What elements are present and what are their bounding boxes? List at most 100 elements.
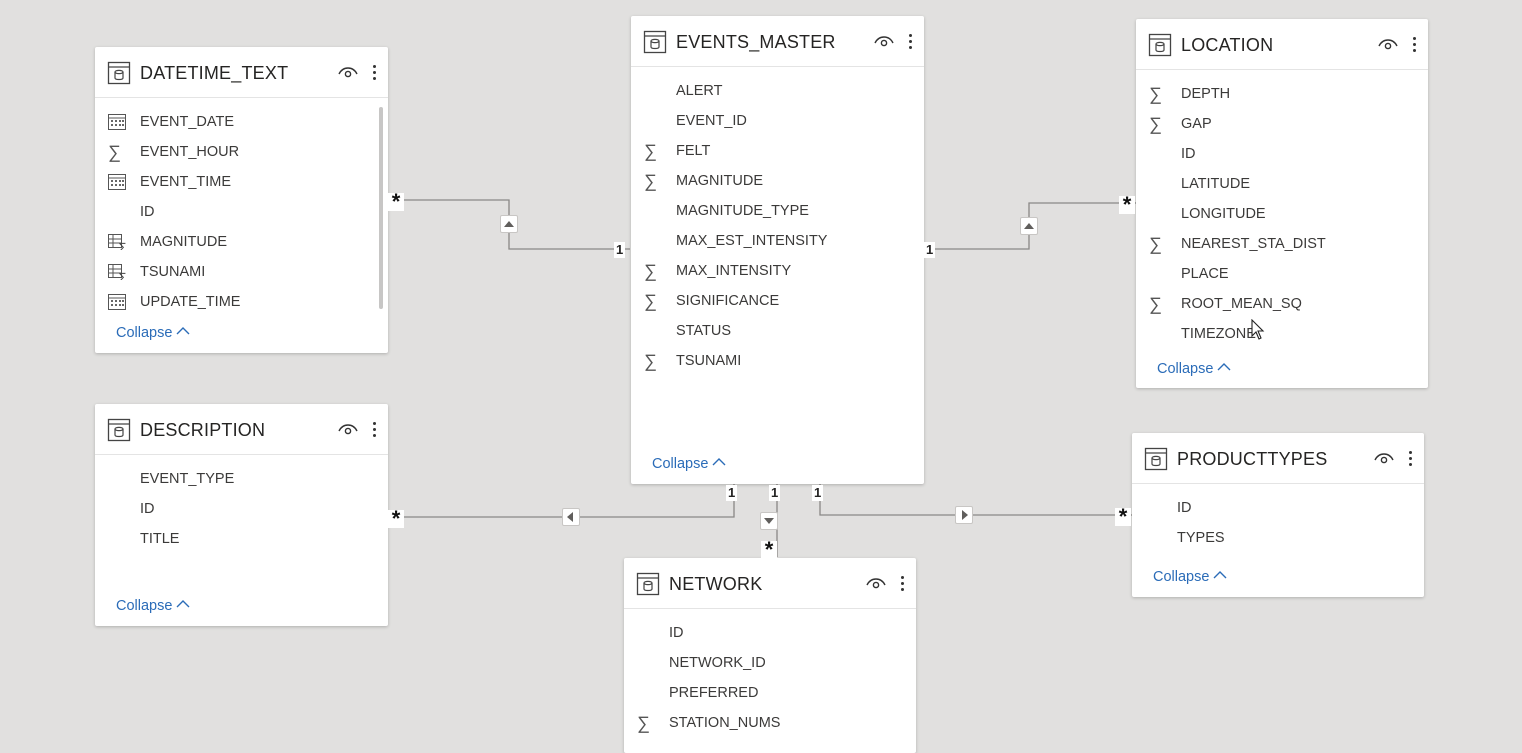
field-row[interactable]: UPDATE_TIME: [95, 287, 388, 317]
field-row[interactable]: ∑ROOT_MEAN_SQ: [1136, 289, 1428, 319]
table-card-header[interactable]: NETWORK: [624, 558, 916, 609]
filter-direction-down-arrow[interactable]: [760, 512, 778, 530]
table-title: EVENTS_MASTER: [676, 32, 836, 52]
field-row[interactable]: ID: [1136, 139, 1428, 169]
cardinality-one: 1: [726, 485, 738, 501]
collapse-link[interactable]: Collapse: [1157, 361, 1231, 377]
table-card-location[interactable]: LOCATION ∑DEPTH ∑GAP ID LATITUDE LONGITU…: [1136, 19, 1428, 388]
table-card-network[interactable]: NETWORK ID NETWORK_ID PREFERRED ∑STATION…: [624, 558, 916, 753]
scrollbar[interactable]: [379, 107, 383, 309]
more-options-icon[interactable]: [898, 574, 906, 594]
table-card-header[interactable]: EVENTS_MASTER: [631, 16, 924, 67]
calendar-icon: [108, 174, 126, 190]
chevron-up-icon: [176, 326, 190, 335]
rel-line-events-producttypes: [819, 484, 1132, 516]
field-name: MAGNITUDE: [676, 173, 763, 189]
field-row[interactable]: ∑FELT: [631, 136, 924, 166]
field-row[interactable]: TITLE: [95, 524, 388, 554]
field-row[interactable]: PREFERRED: [624, 678, 916, 708]
table-card-header[interactable]: DESCRIPTION: [95, 404, 388, 455]
field-row[interactable]: ID: [624, 618, 916, 648]
field-row[interactable]: ∑ MAGNITUDE: [95, 227, 388, 257]
field-name: ALERT: [676, 83, 723, 99]
field-row[interactable]: EVENT_TYPE: [95, 464, 388, 494]
sigma-icon: ∑: [644, 351, 657, 371]
eye-icon[interactable]: [1378, 37, 1398, 51]
chevron-up-icon: [712, 457, 726, 466]
more-options-icon[interactable]: [370, 420, 378, 440]
table-title: DESCRIPTION: [140, 420, 266, 440]
filter-direction-right-arrow[interactable]: [955, 506, 973, 524]
eye-icon[interactable]: [866, 576, 886, 590]
collapse-link[interactable]: Collapse: [1153, 569, 1227, 585]
field-row[interactable]: NETWORK_ID: [624, 648, 916, 678]
field-row[interactable]: ∑GAP: [1136, 109, 1428, 139]
eye-icon[interactable]: [338, 422, 358, 436]
field-row[interactable]: ∑ EVENT_HOUR: [95, 137, 388, 167]
field-row[interactable]: EVENT_DATE: [95, 107, 388, 137]
field-name: EVENT_TYPE: [140, 471, 235, 487]
table-card-events-master[interactable]: EVENTS_MASTER ALERT EVENT_ID ∑FELT ∑MAGN…: [631, 16, 924, 484]
eye-icon[interactable]: [1374, 451, 1394, 465]
filter-direction-up-arrow[interactable]: [500, 215, 518, 233]
field-row[interactable]: TIMEZONE: [1136, 319, 1428, 349]
filter-direction-left-arrow[interactable]: [562, 508, 580, 526]
collapse-link[interactable]: Collapse: [652, 456, 726, 472]
field-row[interactable]: STATUS: [631, 316, 924, 346]
field-row[interactable]: ID: [95, 494, 388, 524]
field-list: EVENT_TYPE ID TITLE: [95, 464, 388, 554]
field-name: LONGITUDE: [1181, 206, 1266, 222]
field-name: FELT: [676, 143, 711, 159]
more-options-icon[interactable]: [906, 32, 914, 52]
sigma-icon: ∑: [644, 291, 657, 311]
field-row[interactable]: ∑TSUNAMI: [631, 346, 924, 376]
calendar-icon: [108, 294, 126, 310]
table-card-description[interactable]: DESCRIPTION EVENT_TYPE ID TITLE Collapse: [95, 404, 388, 626]
field-row[interactable]: LATITUDE: [1136, 169, 1428, 199]
field-row[interactable]: ∑SIGNIFICANCE: [631, 286, 924, 316]
field-row[interactable]: ∑DEPTH: [1136, 79, 1428, 109]
eye-icon[interactable]: [874, 34, 894, 48]
field-row[interactable]: ID: [95, 197, 388, 227]
collapse-link[interactable]: Collapse: [116, 325, 190, 341]
calculated-table-icon: ∑: [108, 234, 126, 250]
more-options-icon[interactable]: [1406, 449, 1414, 469]
eye-icon[interactable]: [338, 65, 358, 79]
collapse-link[interactable]: Collapse: [116, 598, 190, 614]
field-row[interactable]: ∑MAGNITUDE: [631, 166, 924, 196]
field-row[interactable]: ALERT: [631, 76, 924, 106]
calendar-icon: [108, 114, 126, 130]
field-name: MAX_INTENSITY: [676, 263, 792, 279]
field-row[interactable]: MAX_EST_INTENSITY: [631, 226, 924, 256]
field-row[interactable]: ∑STATION_NUMS: [624, 708, 916, 738]
filter-direction-up-arrow[interactable]: [1020, 217, 1038, 235]
sigma-icon: ∑: [108, 142, 121, 162]
field-row[interactable]: LONGITUDE: [1136, 199, 1428, 229]
field-name: EVENT_DATE: [140, 114, 235, 130]
field-row[interactable]: MAGNITUDE_TYPE: [631, 196, 924, 226]
field-row[interactable]: ∑ TSUNAMI: [95, 257, 388, 287]
collapse-label: Collapse: [1153, 569, 1210, 585]
field-row[interactable]: PLACE: [1136, 259, 1428, 289]
table-title: NETWORK: [669, 574, 763, 594]
table-card-datetime-text[interactable]: DATETIME_TEXT EVENT_DATE ∑ EVENT_HOUR EV…: [95, 47, 388, 353]
more-options-icon[interactable]: [370, 63, 378, 83]
table-card-header[interactable]: PRODUCTTYPES: [1132, 433, 1424, 484]
table-icon: [107, 418, 131, 442]
cardinality-one: 1: [769, 485, 781, 501]
table-card-header[interactable]: DATETIME_TEXT: [95, 47, 388, 98]
collapse-label: Collapse: [652, 456, 709, 472]
field-row[interactable]: ∑NEAREST_STA_DIST: [1136, 229, 1428, 259]
field-row[interactable]: EVENT_TIME: [95, 167, 388, 197]
cardinality-many: *: [388, 191, 404, 213]
cardinality-one: 1: [924, 242, 936, 258]
table-card-producttypes[interactable]: PRODUCTTYPES ID TYPES Collapse: [1132, 433, 1424, 597]
field-row[interactable]: TYPES: [1132, 523, 1424, 553]
field-row[interactable]: ∑MAX_INTENSITY: [631, 256, 924, 286]
table-card-header[interactable]: LOCATION: [1136, 19, 1428, 70]
more-options-icon[interactable]: [1410, 35, 1418, 55]
field-row[interactable]: ID: [1132, 493, 1424, 523]
table-icon: [107, 61, 131, 85]
field-name: GAP: [1181, 116, 1212, 132]
field-row[interactable]: EVENT_ID: [631, 106, 924, 136]
